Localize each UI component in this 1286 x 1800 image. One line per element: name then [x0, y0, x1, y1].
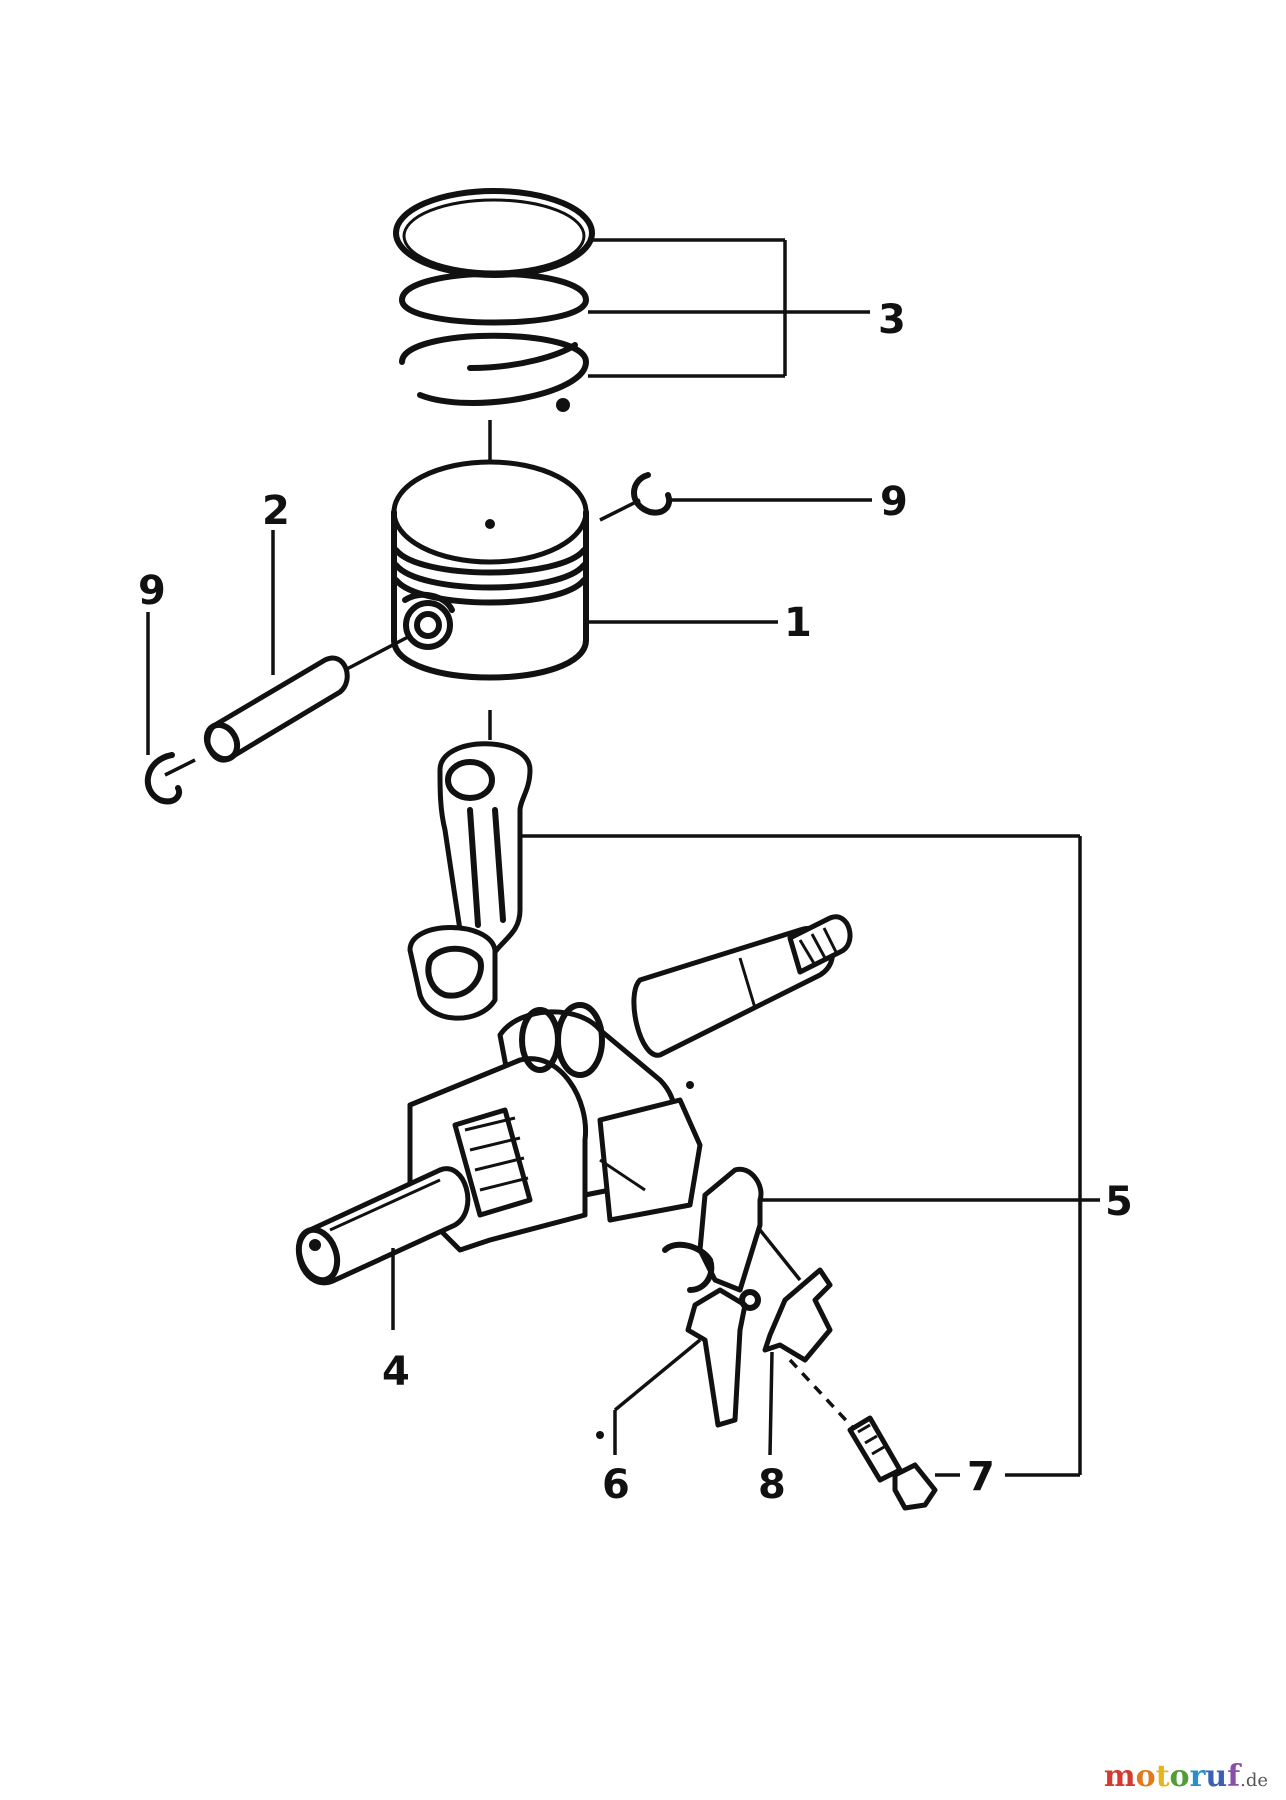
callout-2: 2: [262, 488, 290, 534]
watermark-letter: f: [1227, 1759, 1241, 1794]
watermark-tld: .de: [1240, 1770, 1268, 1791]
callout-8: 8: [758, 1462, 786, 1508]
oil-dipper: [685, 1287, 761, 1428]
callout-9-left: 9: [138, 568, 166, 614]
watermark-logo: motoruf: [1104, 1759, 1240, 1794]
motoruf-watermark: motoruf.de: [1104, 1759, 1268, 1794]
piston: [391, 459, 589, 681]
callout-3: 3: [878, 297, 906, 343]
callout-7: 7: [967, 1454, 995, 1500]
callout-6: 6: [602, 1462, 630, 1508]
watermark-letter: r: [1189, 1759, 1206, 1794]
leader-lines: [146, 238, 1100, 1477]
crankshaft: [295, 914, 853, 1286]
circlip-left: [144, 752, 182, 805]
piston-pin: [164, 635, 409, 777]
callout-5: 5: [1105, 1179, 1133, 1225]
watermark-letter: u: [1205, 1759, 1228, 1794]
callout-4: 4: [382, 1349, 410, 1395]
watermark-letter: m: [1103, 1759, 1136, 1794]
callout-9-right: 9: [880, 479, 908, 525]
lock-plate: [758, 1228, 833, 1363]
callout-labels: 3 9 1 2 9 5 4 6 8 7: [138, 297, 1133, 1508]
connecting-rod: [407, 710, 533, 1021]
watermark-letter: o: [1169, 1759, 1190, 1794]
watermark-letter: o: [1135, 1759, 1156, 1794]
watermark-letter: t: [1155, 1759, 1170, 1794]
piston-rings: [393, 188, 595, 520]
callout-1: 1: [784, 600, 812, 646]
circlip-right: [599, 472, 672, 522]
rod-cap: [662, 1166, 764, 1293]
bolt: [596, 1358, 938, 1511]
